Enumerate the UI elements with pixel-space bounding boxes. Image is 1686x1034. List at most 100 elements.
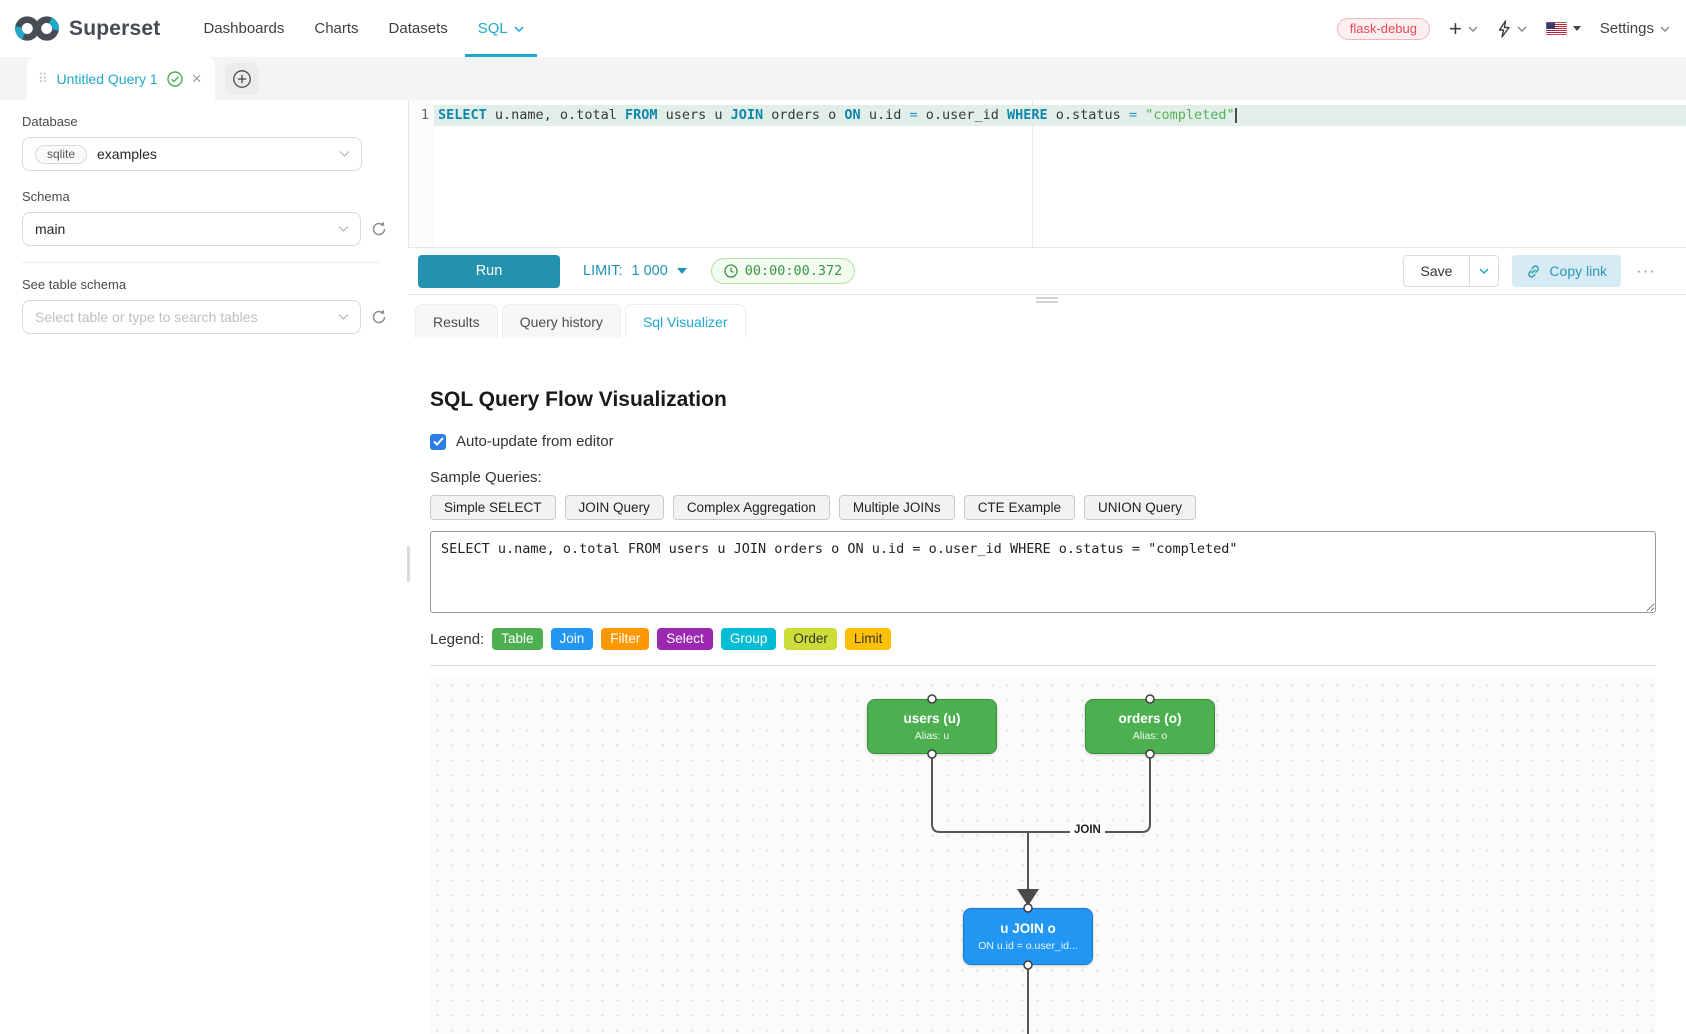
query-flow-canvas[interactable]: users (u) Alias: u orders (o) Alias: o u… <box>430 678 1656 1034</box>
legend-badge-limit: Limit <box>844 628 892 650</box>
database-label: Database <box>22 114 78 129</box>
sqllab-main-panel: 1 SELECT u.name, o.total FROM users u JO… <box>408 100 1686 1034</box>
refresh-tables-icon[interactable] <box>370 308 388 326</box>
chevron-down-icon <box>1517 25 1527 32</box>
check-circle-icon <box>167 70 183 87</box>
database-select[interactable]: sqlite examples <box>22 137 362 171</box>
clock-icon <box>724 264 738 278</box>
chevron-down-icon <box>339 151 350 158</box>
plus-circle-icon <box>232 69 252 89</box>
editor-code-line: SELECT u.name, o.total FROM users u JOIN… <box>438 107 1237 123</box>
editor-code-area[interactable]: SELECT u.name, o.total FROM users u JOIN… <box>434 100 1686 247</box>
sql-editor[interactable]: 1 SELECT u.name, o.total FROM users u JO… <box>408 100 1686 247</box>
limit-dropdown[interactable]: LIMIT: 1 000 <box>583 263 687 279</box>
sidebar-divider <box>22 262 380 263</box>
sample-button-multiple-joins[interactable]: Multiple JOINs <box>838 495 955 520</box>
close-icon[interactable]: × <box>191 69 202 88</box>
chevron-down-icon <box>1468 25 1478 32</box>
edge-label-join: JOIN <box>1070 824 1105 837</box>
section-divider <box>430 665 1656 666</box>
flow-node-users[interactable]: users (u) Alias: u <box>867 699 997 754</box>
legend-badge-group: Group <box>720 628 777 650</box>
schema-select-value: main <box>35 221 66 237</box>
timer-value: 00:00:00.372 <box>744 263 843 279</box>
add-query-tab-button[interactable] <box>224 63 259 95</box>
environment-badge: flask-debug <box>1336 17 1430 40</box>
flow-node-orders[interactable]: orders (o) Alias: o <box>1085 699 1215 754</box>
auto-update-row: Auto-update from editor <box>430 433 1655 450</box>
sql-visualizer-panel: SQL Query Flow Visualization Auto-update… <box>408 338 1686 1034</box>
editor-toolbar: Run LIMIT: 1 000 00:00:00.372 <box>408 247 1686 294</box>
settings-menu[interactable]: Settings <box>1600 20 1670 37</box>
nav-item-sql[interactable]: SQL <box>463 0 539 57</box>
sample-button-simple-select[interactable]: Simple SELECT <box>430 495 556 520</box>
chevron-down-icon <box>338 226 349 233</box>
editor-active-line <box>434 105 1686 126</box>
sample-button-complex-aggregation[interactable]: Complex Aggregation <box>672 495 830 520</box>
navbar-right: flask-debug + <box>1336 17 1670 40</box>
line-number: 1 <box>420 107 429 123</box>
table-schema-label: See table schema <box>22 277 127 292</box>
schema-select[interactable]: main <box>22 212 361 246</box>
flow-node-join[interactable]: u JOIN o ON u.id = o.user_id... <box>963 908 1093 965</box>
legend-badge-filter: Filter <box>601 628 650 650</box>
query-search-menu[interactable] <box>1497 19 1527 38</box>
pane-resize-handle[interactable] <box>408 295 1686 304</box>
refresh-schemas-icon[interactable] <box>370 220 388 238</box>
chevron-down-icon <box>338 314 349 321</box>
pane-divider <box>408 294 1686 295</box>
editor-gutter: 1 <box>409 100 434 247</box>
query-tab-untitled-query-1[interactable]: ⠿ Untitled Query 1 × <box>27 57 215 100</box>
nav-item-dashboards[interactable]: Dashboards <box>203 20 285 37</box>
nav-item-datasets[interactable]: Datasets <box>388 20 448 37</box>
nav-item-charts[interactable]: Charts <box>314 20 359 37</box>
sample-button-cte-example[interactable]: CTE Example <box>963 495 1075 520</box>
sample-button-union-query[interactable]: UNION Query <box>1083 495 1196 520</box>
drag-handle-icon[interactable]: ⠿ <box>38 70 48 86</box>
sample-queries-row: Simple SELECT JOIN Query Complex Aggrega… <box>430 495 1655 520</box>
page-title: SQL Query Flow Visualization <box>430 388 727 411</box>
legend-label: Legend: <box>430 630 485 648</box>
language-picker[interactable] <box>1545 22 1581 35</box>
table-select[interactable]: Select table or type to search tables <box>22 300 361 334</box>
new-item-menu[interactable]: + <box>1449 17 1478 40</box>
limit-value: 1 000 <box>631 263 668 279</box>
tab-sql-visualizer[interactable]: Sql Visualizer <box>624 304 746 338</box>
lightning-icon <box>1497 19 1511 38</box>
query-tab-label: Untitled Query 1 <box>56 70 158 87</box>
database-engine-badge: sqlite <box>35 144 88 164</box>
copy-link-button[interactable]: Copy link <box>1512 255 1622 287</box>
query-text-input[interactable]: SELECT u.name, o.total FROM users u JOIN… <box>430 531 1656 613</box>
save-button[interactable]: Save <box>1420 263 1453 279</box>
tab-query-history[interactable]: Query history <box>501 304 621 338</box>
limit-label: LIMIT: <box>583 263 623 279</box>
result-tabs: Results Query history Sql Visualizer <box>408 304 1686 338</box>
brand-name: Superset <box>69 16 161 40</box>
schema-label: Schema <box>22 189 70 204</box>
editor-print-margin <box>1032 100 1033 247</box>
run-button[interactable]: Run <box>418 254 560 288</box>
chevron-down-icon <box>514 25 524 32</box>
auto-update-label: Auto-update from editor <box>456 433 614 450</box>
link-icon <box>1526 264 1541 279</box>
main-nav: Dashboards Charts Datasets SQL <box>188 0 538 57</box>
legend-badge-order: Order <box>784 628 837 650</box>
sample-queries-label: Sample Queries: <box>430 469 542 486</box>
query-tab-bar: ⠿ Untitled Query 1 × <box>0 57 1686 100</box>
tab-results[interactable]: Results <box>415 304 498 338</box>
save-split-button: Save <box>1402 255 1500 287</box>
legend-row: Legend: Table Join Filter Select Group O… <box>430 628 1655 650</box>
caret-down-icon <box>1572 26 1581 31</box>
table-select-placeholder: Select table or type to search tables <box>35 309 258 325</box>
superset-brand[interactable]: Superset <box>14 15 160 42</box>
flow-connection-handles <box>927 694 1155 970</box>
sample-button-join-query[interactable]: JOIN Query <box>564 495 664 520</box>
text-cursor <box>1234 108 1237 123</box>
query-timer-badge: 00:00:00.372 <box>710 258 856 284</box>
more-actions-button[interactable]: ··· <box>1636 261 1656 280</box>
database-select-value: examples <box>97 146 157 162</box>
save-dropdown-toggle[interactable] <box>1469 256 1498 286</box>
sidebar-resize-handle[interactable] <box>407 546 410 582</box>
auto-update-checkbox[interactable] <box>430 433 446 450</box>
